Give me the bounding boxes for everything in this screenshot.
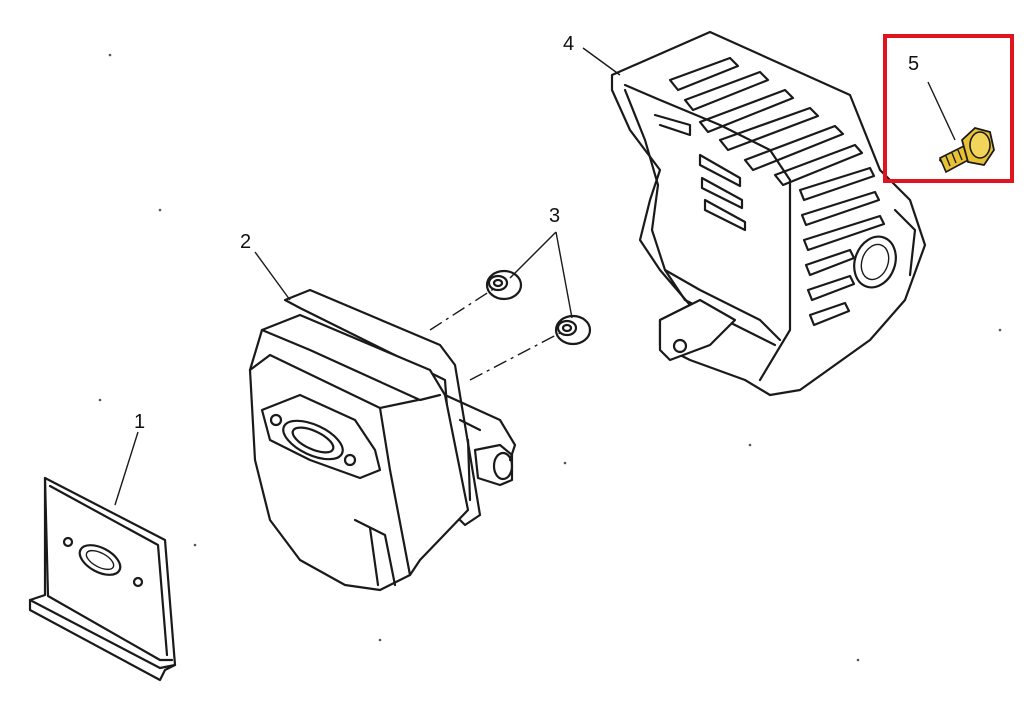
- part-1-gasket-plate: [28, 476, 177, 682]
- callout-2: 2: [240, 231, 251, 253]
- part-4-muffler-cover: [610, 30, 927, 397]
- background-specks: [98, 53, 1002, 662]
- callout-3: 3: [549, 205, 560, 227]
- cover-slots: [668, 56, 886, 327]
- part-3-grommets: [429, 269, 592, 381]
- bolt-icon: [938, 127, 995, 174]
- callout-5: 5: [908, 53, 919, 75]
- leader-lines: [114, 47, 956, 506]
- part-2-muffler-body: [248, 288, 517, 592]
- grommet-upper: [485, 269, 523, 301]
- callout-1: 1: [134, 411, 145, 433]
- part-5-highlight-box: [883, 34, 1014, 183]
- grommet-lower: [554, 314, 592, 346]
- part-5-bolt: [938, 127, 995, 174]
- callout-4: 4: [563, 33, 574, 55]
